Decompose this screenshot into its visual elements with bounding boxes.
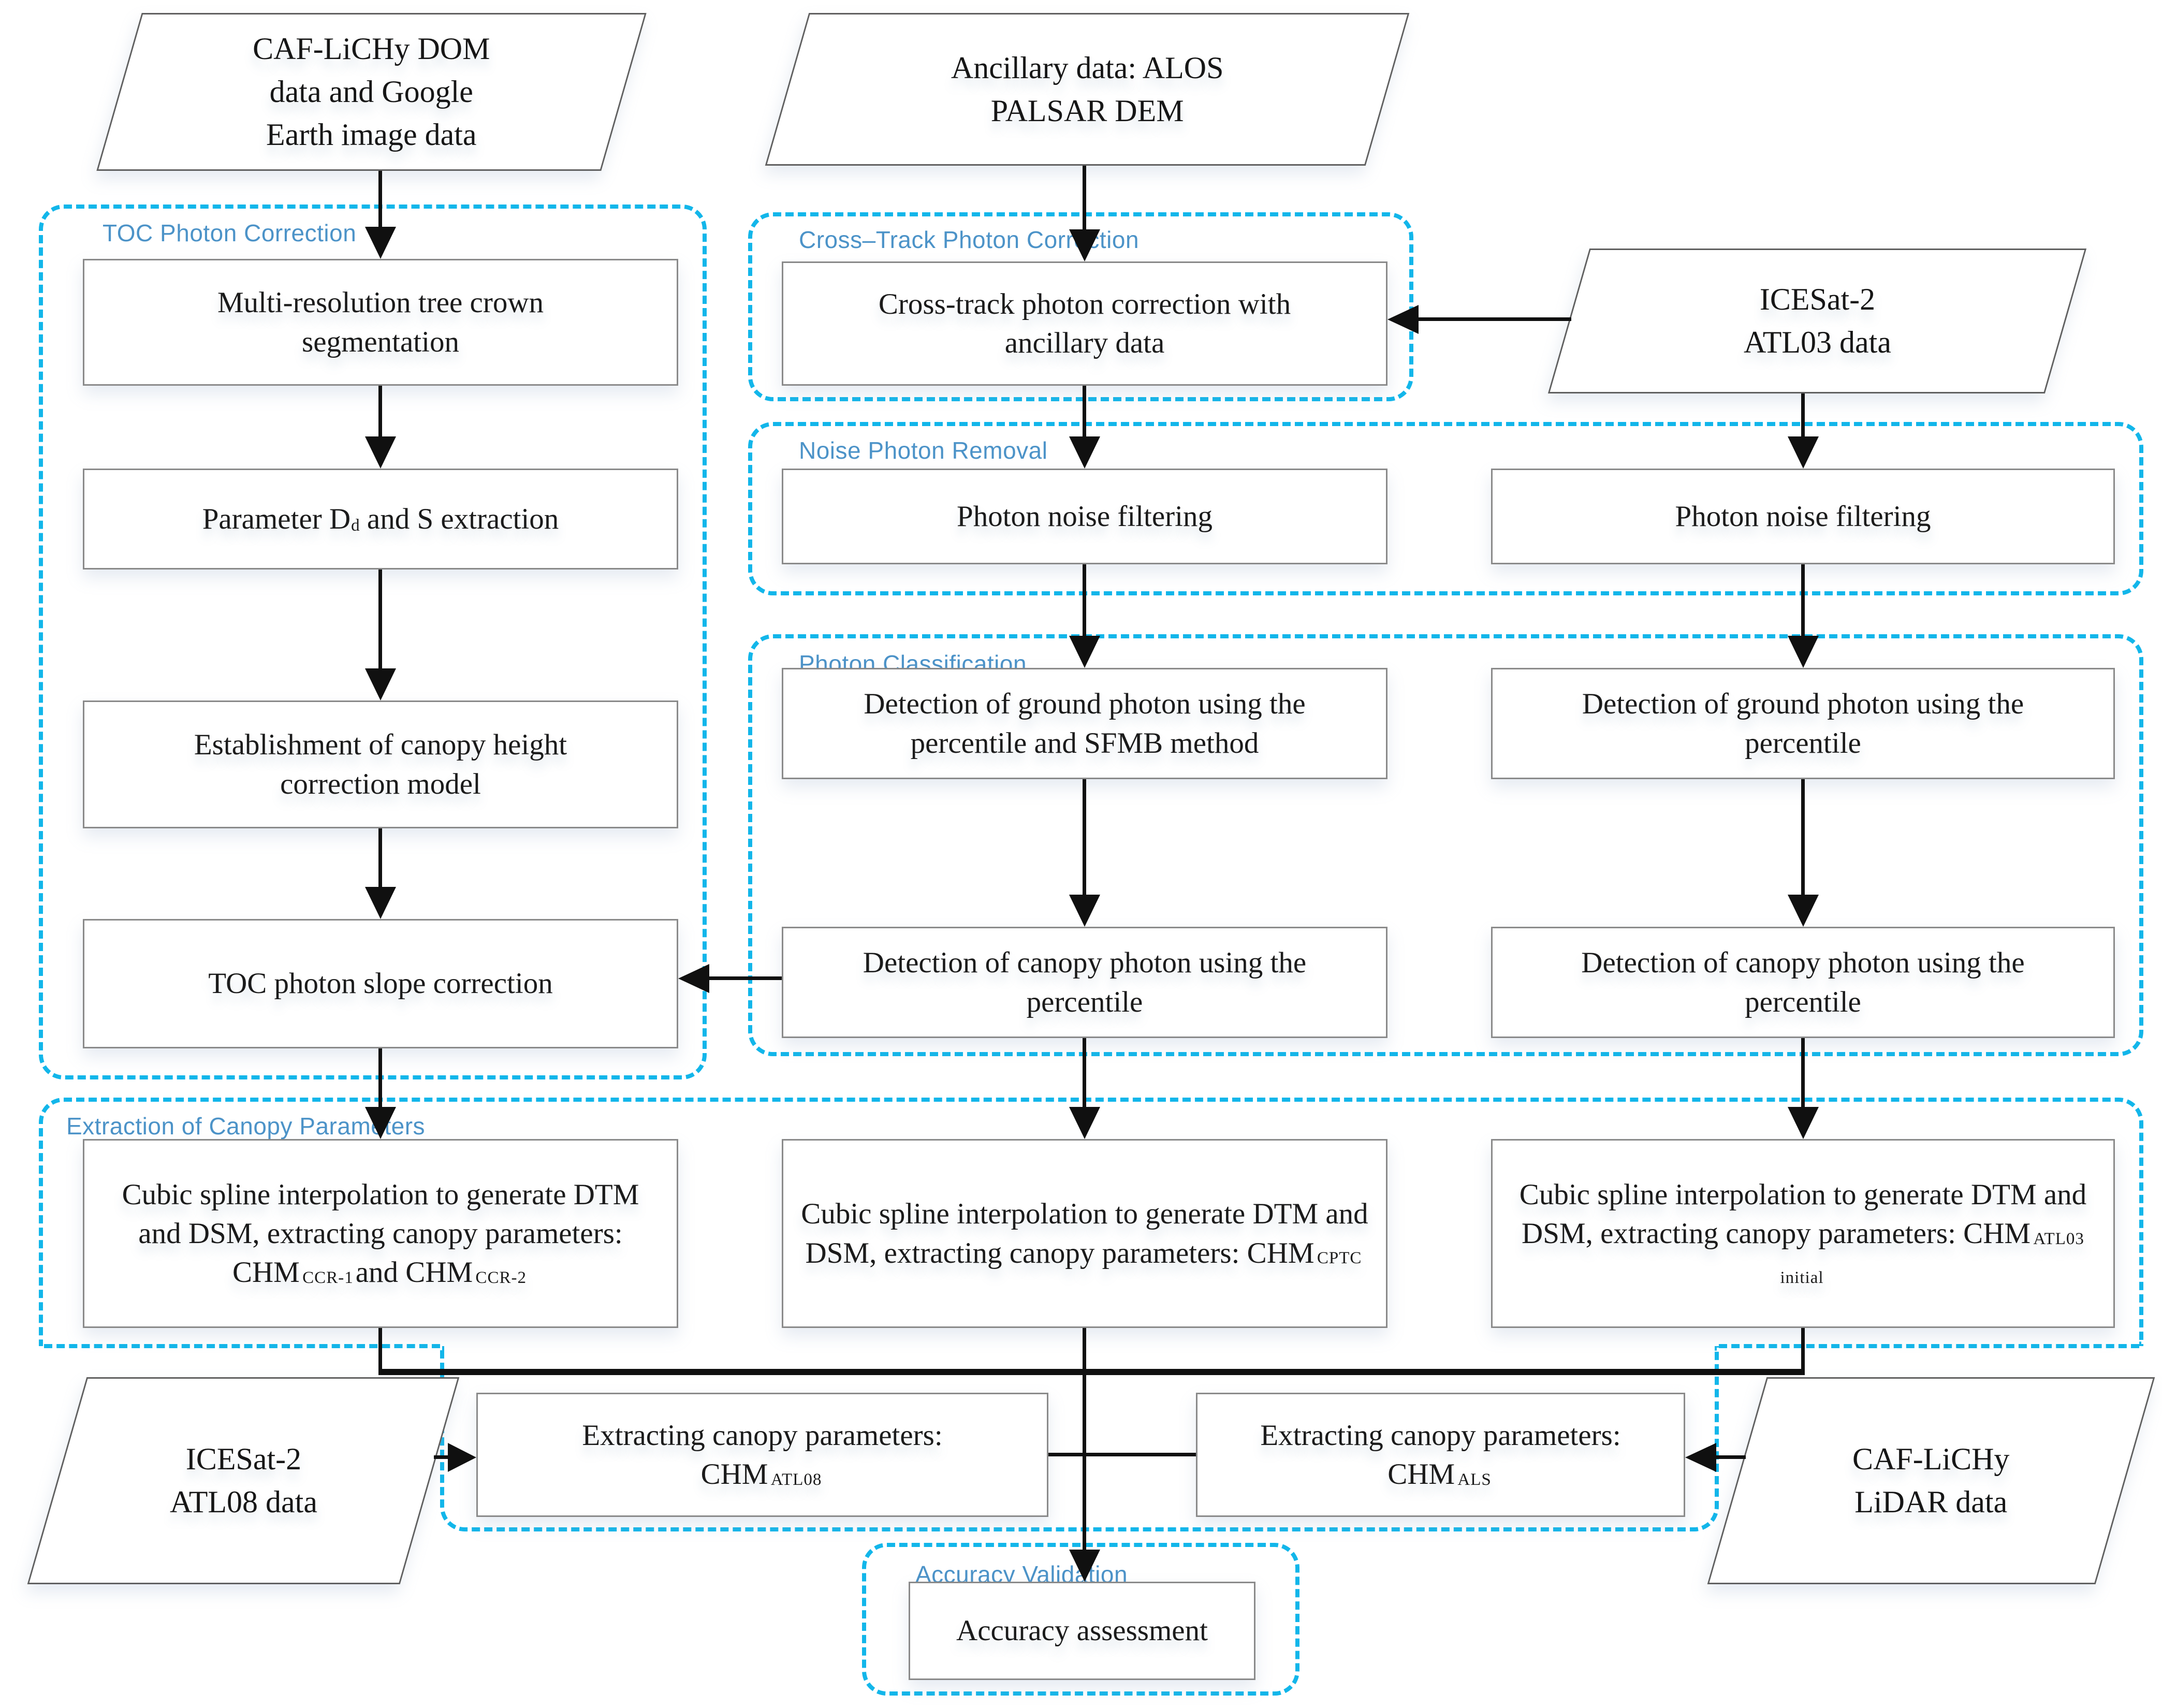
arrow-alos-to-crosstrack	[1083, 166, 1086, 229]
arrow-canopy-mid-to-cubic-cptc-head	[1069, 1107, 1100, 1139]
arrow-canopy-mid-to-slope	[707, 976, 782, 980]
io-ancillary-alos-palsar-dem: Ancillary data: ALOS PALSAR DEM	[765, 13, 1410, 166]
multires-text: Multi-resolution tree crown segmentation	[217, 286, 544, 358]
io-icesat2-atl03-data: ICESat-2 ATL03 data	[1547, 249, 2087, 393]
arrow-ground-mid-to-canopy-mid	[1083, 779, 1086, 895]
arrow-dom-to-segmentation	[378, 171, 382, 227]
arrow-ground-mid-to-canopy-mid-head	[1069, 895, 1100, 927]
group-noise-label: Noise Photon Removal	[799, 437, 1048, 464]
io-atl03-text: ICESat-2 ATL03 data	[1743, 282, 1891, 359]
arrow-atl08-to-extract	[434, 1455, 448, 1459]
extraction-bottom-dash-right	[1719, 1344, 2139, 1348]
arrow-canopy-mid-to-cubic-cptc	[1083, 1038, 1086, 1107]
arrow-alos-to-crosstrack-head	[1069, 229, 1100, 261]
process-toc-photon-slope-correction: TOC photon slope correction	[83, 919, 678, 1048]
process-cross-track-photon-correction: Cross-track photon correction with ancil…	[782, 261, 1387, 386]
canopy-mid-text: Detection of canopy photon using the per…	[863, 946, 1307, 1018]
noise-mid-text: Photon noise filtering	[957, 500, 1213, 533]
extraction-bottom-dash-left	[44, 1344, 440, 1348]
arrow-model-to-slope	[378, 828, 382, 887]
group-toc-photon-correction: TOC Photon Correction	[39, 205, 707, 1079]
process-canopy-photon-detection-right: Detection of canopy photon using the per…	[1491, 927, 2115, 1038]
process-canopy-height-correction-model: Establishment of canopy height correctio…	[83, 700, 678, 828]
canopy-right-text: Detection of canopy photon using the per…	[1581, 946, 2025, 1018]
io-lidar-text: CAF-LiCHy LiDAR data	[1852, 1442, 2010, 1519]
arrow-atl03-to-crosstrack	[1419, 317, 1571, 321]
process-photon-noise-filtering-right: Photon noise filtering	[1491, 469, 2115, 564]
cubic-ccr-text: Cubic spline interpolation to generate D…	[122, 1178, 639, 1289]
arrow-ground-right-to-canopy-right	[1801, 779, 1805, 895]
arrow-slope-to-cubic-ccr-head	[365, 1107, 396, 1139]
arrow-atl03-to-crosstrack-head	[1387, 305, 1419, 334]
group-noise-photon-removal: Noise Photon Removal	[748, 422, 2143, 595]
ground-right-text: Detection of ground photon using the per…	[1582, 688, 2024, 760]
arrow-canopy-mid-to-slope-head	[678, 964, 709, 993]
process-multiresolution-tree-crown-segmentation: Multi-resolution tree crown segmentation	[83, 259, 678, 386]
io-icesat2-atl08-data: ICESat-2 ATL08 data	[27, 1377, 460, 1584]
process-cubic-spline-atl03: Cubic spline interpolation to generate D…	[1491, 1139, 2115, 1328]
process-cubic-spline-ccr: Cubic spline interpolation to generate D…	[83, 1139, 678, 1328]
process-parameter-dd-s-extraction: Parameter Dd and S extraction	[83, 469, 678, 570]
arrow-atl03-to-noise-right-head	[1788, 436, 1819, 469]
arrow-canopy-right-to-cubic-atl03	[1801, 1038, 1805, 1107]
arrow-crosstrack-to-noise-mid-head	[1069, 436, 1100, 469]
process-ground-photon-detection-right: Detection of ground photon using the per…	[1491, 668, 2115, 779]
arrow-canopy-right-to-cubic-atl03-head	[1788, 1107, 1819, 1139]
line-extract-connector	[1048, 1453, 1196, 1456]
arrow-lidar-to-extract-head	[1685, 1443, 1716, 1472]
process-photon-noise-filtering-mid: Photon noise filtering	[782, 469, 1387, 564]
noise-right-text: Photon noise filtering	[1675, 500, 1931, 533]
toc-slope-text: TOC photon slope correction	[208, 967, 553, 1000]
line-merge-bus	[378, 1369, 1805, 1375]
arrow-atl08-to-extract-head	[448, 1443, 476, 1472]
arrow-spine-to-accuracy	[1083, 1328, 1086, 1550]
arrow-noise-mid-to-ground-mid-head	[1069, 636, 1100, 668]
io-alos-text: Ancillary data: ALOS PALSAR DEM	[951, 50, 1224, 128]
arrow-slope-to-cubic-ccr	[378, 1048, 382, 1107]
arrow-noise-mid-to-ground-mid	[1083, 564, 1086, 636]
ground-mid-text: Detection of ground photon using the per…	[864, 688, 1306, 760]
arrow-parameter-to-model-head	[365, 668, 396, 700]
canopy-model-text: Establishment of canopy height correctio…	[194, 728, 567, 800]
arrow-segmentation-to-parameter	[378, 386, 382, 436]
process-canopy-photon-detection-mid: Detection of canopy photon using the per…	[782, 927, 1387, 1038]
line-cubic-ccr-to-bus	[378, 1328, 382, 1375]
group-extraction-lower-outline	[440, 1346, 1719, 1531]
cross-track-text: Cross-track photon correction with ancil…	[878, 287, 1291, 359]
line-cubic-atl03-to-bus	[1801, 1328, 1805, 1375]
io-caf-lichy-dom-data: CAF-LiCHy DOM data and Google Earth imag…	[96, 13, 647, 171]
io-atl08-text: ICESat-2 ATL08 data	[169, 1442, 317, 1519]
arrow-dom-to-segmentation-head	[365, 227, 396, 259]
group-toc-label: TOC Photon Correction	[103, 220, 357, 246]
arrow-segmentation-to-parameter-head	[365, 436, 396, 469]
arrow-ground-right-to-canopy-right-head	[1788, 895, 1819, 927]
arrow-model-to-slope-head	[365, 887, 396, 919]
arrow-noise-right-to-ground-right-head	[1788, 636, 1819, 668]
arrow-lidar-to-extract	[1716, 1455, 1746, 1459]
parameter-text: Parameter Dd and S extraction	[202, 502, 559, 535]
arrow-crosstrack-to-noise-mid	[1083, 386, 1086, 436]
cubic-cptc-text: Cubic spline interpolation to generate D…	[801, 1198, 1368, 1269]
process-cubic-spline-cptc: Cubic spline interpolation to generate D…	[782, 1139, 1387, 1328]
process-ground-photon-detection-mid: Detection of ground photon using the per…	[782, 668, 1387, 779]
io-caf-lichy-dom-text: CAF-LiCHy DOM data and Google Earth imag…	[253, 32, 490, 152]
arrow-noise-right-to-ground-right	[1801, 564, 1805, 636]
accuracy-text: Accuracy assessment	[956, 1614, 1208, 1647]
arrow-atl03-to-noise-right	[1801, 393, 1805, 436]
process-accuracy-assessment: Accuracy assessment	[909, 1582, 1255, 1680]
arrow-parameter-to-model	[378, 570, 382, 668]
io-caf-lichy-lidar-data: CAF-LiCHy LiDAR data	[1707, 1377, 2155, 1584]
arrow-spine-to-accuracy-head	[1069, 1550, 1100, 1582]
cubic-atl03-text: Cubic spline interpolation to generate D…	[1519, 1178, 2087, 1288]
